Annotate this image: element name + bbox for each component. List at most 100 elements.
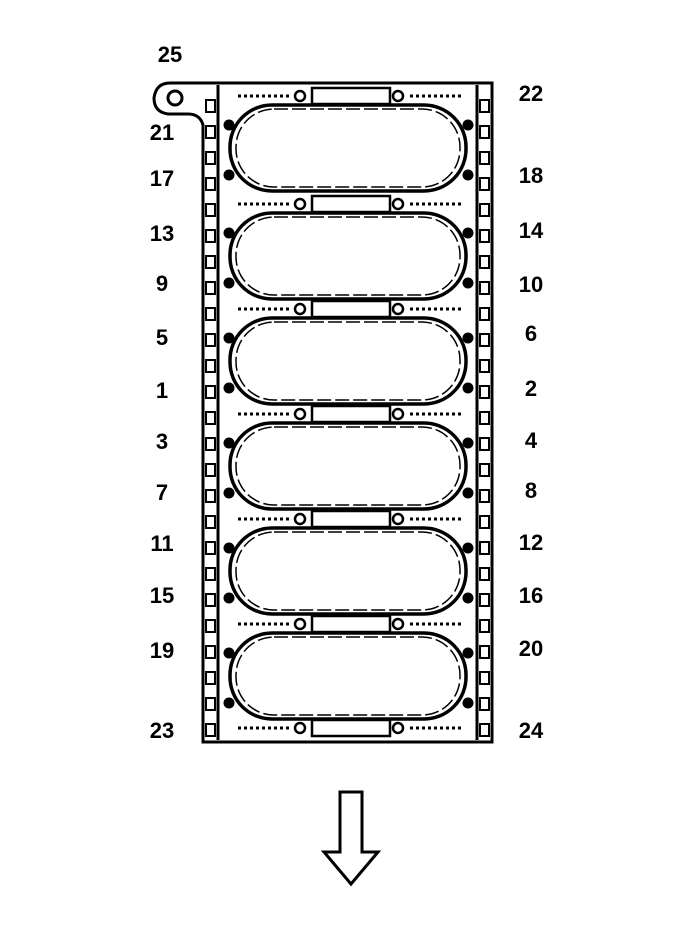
bolt-sequence-label: 1 (156, 378, 168, 403)
rail-slot (205, 203, 216, 217)
bore-seal-ring (235, 216, 461, 296)
rail-slot (479, 151, 490, 165)
oil-hole (293, 302, 307, 316)
bolt-hole (462, 227, 474, 239)
bolt-sequence-label: 12 (519, 530, 543, 555)
bolt-sequence-label: 22 (519, 81, 543, 106)
rail-slot (205, 125, 216, 139)
rail-slot (205, 489, 216, 503)
bolt-sequence-label: 4 (525, 428, 538, 453)
water-passage (310, 404, 392, 424)
rail-slot (479, 541, 490, 555)
bolt-hole (462, 119, 474, 131)
rail-slot (479, 99, 490, 113)
oil-hole (391, 407, 405, 421)
oil-hole (391, 197, 405, 211)
water-passage (310, 194, 392, 214)
direction-arrow (320, 790, 382, 887)
rail-slot (479, 333, 490, 347)
rail-slot (205, 307, 216, 321)
bolt-hole (223, 227, 235, 239)
rail-slot (205, 411, 216, 425)
rail-slot (205, 723, 216, 737)
rail-slot (479, 645, 490, 659)
bolt-hole (223, 437, 235, 449)
gasket-outline (152, 81, 494, 744)
bolt-sequence-label: 8 (525, 478, 537, 503)
bore-seal-ring (235, 531, 461, 611)
cylinder-bore (228, 316, 468, 406)
rail-slot (479, 177, 490, 191)
rail-slot (205, 593, 216, 607)
rail-slot (479, 307, 490, 321)
oil-hole (391, 512, 405, 526)
rail-slot (205, 99, 216, 113)
oil-hole (293, 721, 307, 735)
oil-hole (391, 617, 405, 631)
rail-slot (479, 437, 490, 451)
rail-slot (479, 515, 490, 529)
bolt-hole (223, 119, 235, 131)
rail-slot (205, 437, 216, 451)
rail-slot (205, 281, 216, 295)
water-passage (310, 509, 392, 529)
bolt-hole (223, 169, 235, 181)
bolt-hole (223, 647, 235, 659)
oil-hole (391, 302, 405, 316)
bolt-sequence-label: 24 (519, 718, 544, 743)
bolt-sequence-label: 3 (156, 429, 168, 454)
rail-slot (479, 385, 490, 399)
arrow-down-icon (320, 790, 382, 887)
rail-slot (479, 697, 490, 711)
rail-slot (479, 567, 490, 581)
rail-slot (205, 333, 216, 347)
oil-hole (391, 89, 405, 103)
bore-seal-ring (235, 321, 461, 401)
rail-slot (205, 515, 216, 529)
oil-hole (293, 407, 307, 421)
bolt-sequence-label: 20 (519, 636, 543, 661)
rail-slot (205, 645, 216, 659)
bolt-hole (223, 277, 235, 289)
water-passage (310, 718, 392, 738)
bolt-sequence-label: 17 (150, 166, 174, 191)
bolt-hole (223, 697, 235, 709)
water-passage (310, 299, 392, 319)
bolt-sequence-label: 25 (158, 42, 182, 67)
rail-slot (479, 411, 490, 425)
bolt-hole (223, 542, 235, 554)
bore-seal-ring (235, 426, 461, 506)
rail-slot (205, 151, 216, 165)
bolt-sequence-label: 15 (150, 583, 174, 608)
bolt-hole (462, 592, 474, 604)
bolt-sequence-label: 9 (156, 271, 168, 296)
rail-slot (479, 255, 490, 269)
oil-hole (293, 197, 307, 211)
bolt-hole (223, 487, 235, 499)
rail-slot (479, 723, 490, 737)
rail-slot (205, 463, 216, 477)
head-gasket (152, 81, 494, 744)
rail-slot (205, 229, 216, 243)
rail-slot (479, 593, 490, 607)
rail-slot (205, 255, 216, 269)
bolt-sequence-label: 11 (150, 531, 173, 556)
bore-seal-ring (235, 636, 461, 716)
oil-hole (391, 721, 405, 735)
cylinder-bore (228, 103, 468, 193)
bolt-hole (462, 277, 474, 289)
bolt-sequence-label: 18 (519, 163, 543, 188)
rail-slot (479, 359, 490, 373)
bolt-sequence-label: 16 (519, 583, 543, 608)
rail-slot (205, 697, 216, 711)
rail-slot (205, 619, 216, 633)
cylinder-bore (228, 211, 468, 301)
bolt-hole (462, 647, 474, 659)
cylinder-bore (228, 421, 468, 511)
bolt-sequence-label: 13 (150, 221, 174, 246)
bolt-hole (462, 437, 474, 449)
bolt-sequence-label: 10 (519, 272, 543, 297)
bolt-sequence-label: 2 (525, 376, 537, 401)
rail-slot (205, 359, 216, 373)
